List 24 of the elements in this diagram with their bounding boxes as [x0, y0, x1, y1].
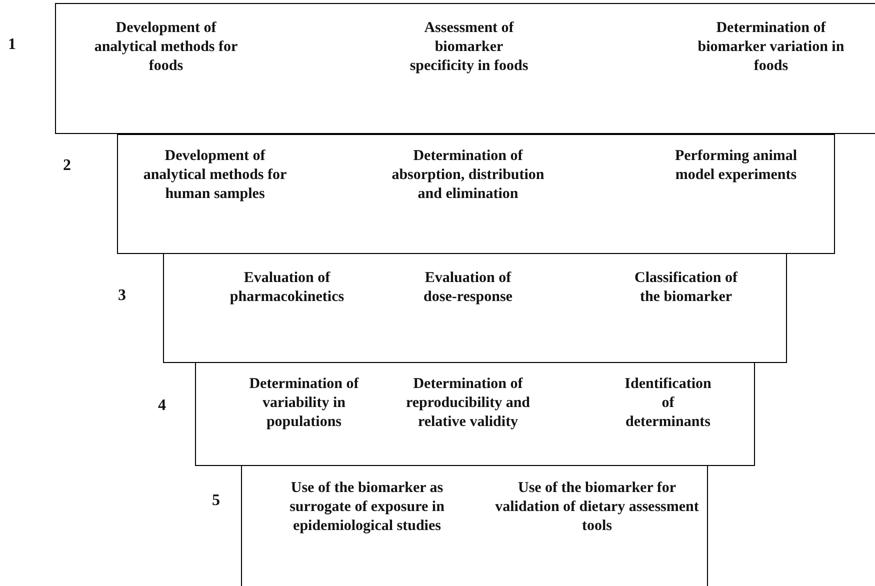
step-text: Determination of variability in populations [248, 375, 360, 432]
stage-band [163, 253, 787, 363]
step-text: Development of analytical methods for foods [93, 19, 239, 76]
step-text: Development of analytical methods for human samples [142, 147, 288, 204]
stage-band [195, 362, 755, 466]
step-text: Identification of determinants [624, 375, 712, 432]
stage-band [241, 465, 708, 586]
stage-number: 1 [8, 36, 16, 54]
step-text: Determination of absorption, distribution and elimination [390, 147, 546, 204]
stage-band [117, 134, 835, 254]
stage-number: 3 [118, 287, 126, 305]
step-text: Determination of biomarker variation in foods [696, 19, 846, 76]
step-text: Classification of the biomarker [634, 269, 739, 307]
step-text: Determination of reproducibility and relative validity [404, 375, 532, 432]
step-text: Use of the biomarker for validation of dietary assessment tools [494, 479, 700, 536]
stage-band [55, 3, 875, 134]
stage-number: 4 [158, 397, 166, 415]
step-text: Assessment of biomarker specificity in foods [408, 19, 530, 76]
stage-number: 2 [63, 157, 71, 175]
step-text: Performing animal model experiments [674, 147, 798, 185]
step-text: Evaluation of pharmacokinetics [228, 269, 346, 307]
step-text: Evaluation of dose-response [422, 269, 514, 307]
stage-number: 5 [212, 492, 220, 510]
step-text: Use of the biomarker as surrogate of exposure in epidemiological studies [288, 479, 446, 536]
